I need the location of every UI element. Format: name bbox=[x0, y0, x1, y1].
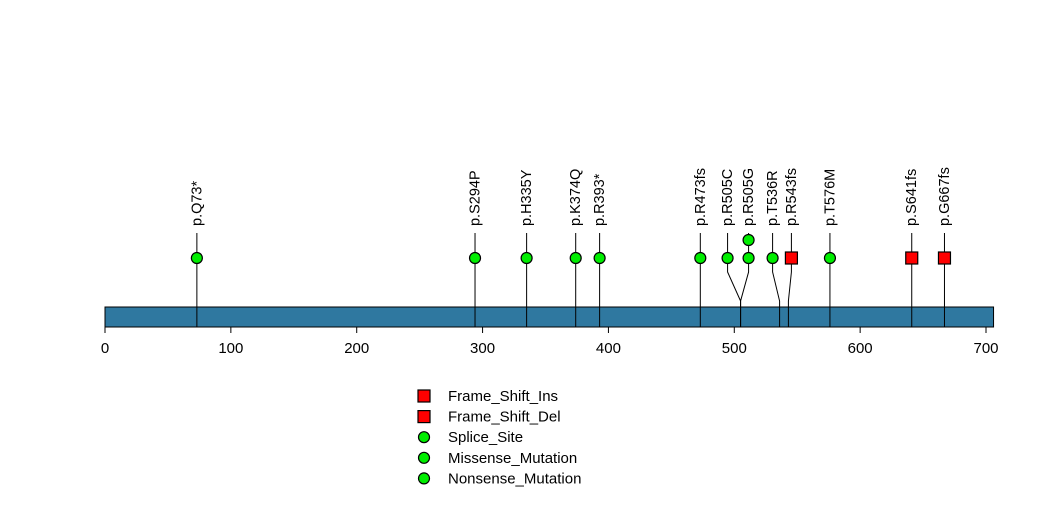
mutation-marker-circle bbox=[468, 251, 482, 265]
legend-label: Frame_Shift_Ins bbox=[448, 388, 558, 405]
legend-label: Nonsense_Mutation bbox=[448, 470, 581, 487]
mutation-marker-square bbox=[937, 251, 952, 265]
legend-marker-square bbox=[417, 410, 431, 424]
mutation-label: p.S294P bbox=[468, 170, 484, 226]
mutation-label: p.Q73* bbox=[189, 181, 205, 226]
legend-marker-circle bbox=[417, 451, 431, 464]
mutation-label: p.R505C bbox=[720, 169, 736, 226]
mutation-label: p.T576M bbox=[822, 169, 838, 226]
axis-tick-label: 500 bbox=[722, 340, 747, 357]
mutation-label: p.R505G bbox=[741, 168, 757, 226]
axis-tick-label: 400 bbox=[596, 340, 621, 357]
mutation-marker-circle bbox=[742, 233, 755, 247]
axis-tick-label: 100 bbox=[218, 340, 243, 357]
mutation-label: p.S641fs bbox=[904, 169, 920, 226]
axis-tick-label: 200 bbox=[344, 340, 369, 357]
legend-label: Splice_Site bbox=[448, 429, 523, 446]
mutation-marker-circle bbox=[823, 251, 837, 265]
mutation-label: p.K374Q bbox=[568, 169, 584, 226]
legend-marker-circle bbox=[417, 431, 431, 444]
mutation-label: p.G667fs bbox=[937, 167, 953, 226]
axis-tick-label: 700 bbox=[973, 340, 998, 357]
mutation-marker-circle bbox=[520, 251, 533, 265]
mutation-label: p.H335Y bbox=[519, 169, 535, 226]
legend-marker-square bbox=[417, 389, 431, 403]
axis-tick-label: 600 bbox=[848, 340, 873, 357]
mutation-marker-circle bbox=[766, 251, 779, 265]
mutation-label: p.R543fs bbox=[784, 168, 800, 226]
legend-label: Frame_Shift_Del bbox=[448, 409, 561, 426]
mutation-label: p.T536R bbox=[765, 170, 781, 226]
mutation-marker-square bbox=[784, 251, 799, 265]
mutation-marker-circle bbox=[742, 251, 755, 265]
axis-tick-label: 0 bbox=[101, 340, 109, 357]
legend-marker-circle bbox=[417, 472, 431, 485]
protein-bar bbox=[104, 306, 995, 328]
mutation-marker-circle bbox=[569, 251, 582, 265]
mutation-label: p.R473fs bbox=[693, 168, 709, 226]
mutation-marker-circle bbox=[593, 251, 606, 265]
legend-label: Missense_Mutation bbox=[448, 450, 577, 467]
mutation-label: p.R393* bbox=[592, 173, 608, 226]
mutation-marker-circle bbox=[721, 251, 734, 265]
mutation-marker-circle bbox=[190, 251, 203, 265]
mutation-marker-square bbox=[905, 251, 919, 265]
mutation-marker-circle bbox=[694, 251, 707, 265]
axis-tick-label: 300 bbox=[470, 340, 495, 357]
